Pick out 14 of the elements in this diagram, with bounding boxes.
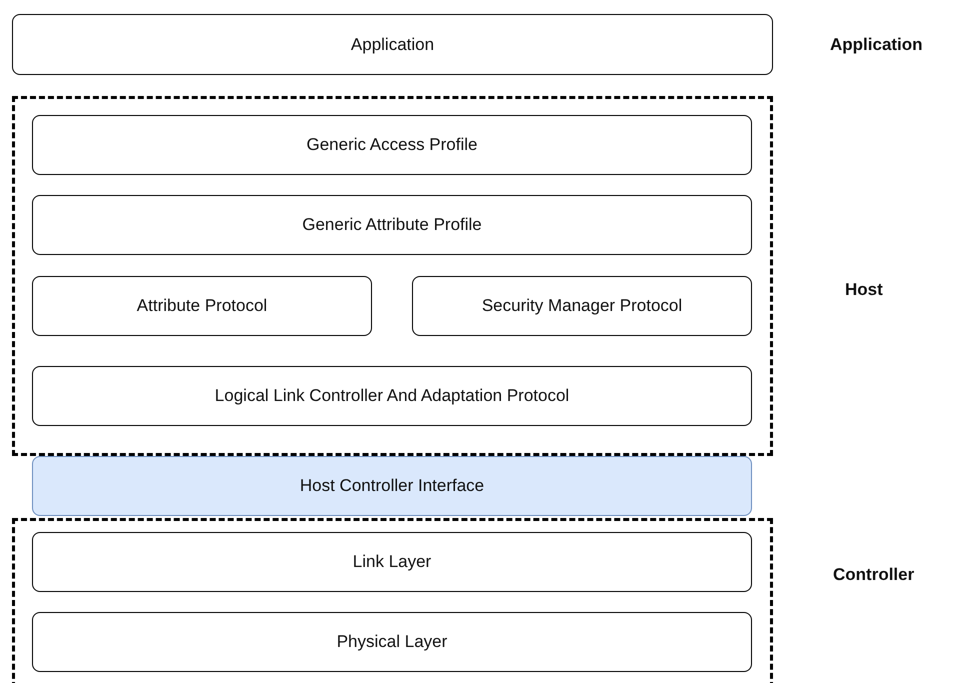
layer-box: Attribute Protocol <box>32 276 372 336</box>
dashed-group-border <box>12 518 773 683</box>
layer-box: Generic Access Profile <box>32 115 752 175</box>
dashed-group-border <box>12 96 773 456</box>
layer-box: Logical Link Controller And Adaptation Protocol <box>32 366 752 426</box>
layer-label: Host <box>845 280 883 300</box>
layer-label: Controller <box>833 565 914 585</box>
layer-box: Physical Layer <box>32 612 752 672</box>
layer-box: Generic Attribute Profile <box>32 195 752 255</box>
layer-box: Host Controller Interface <box>32 456 752 516</box>
layer-box: Application <box>12 14 773 75</box>
layer-box: Link Layer <box>32 532 752 592</box>
layer-label: Application <box>830 35 923 55</box>
layer-box: Security Manager Protocol <box>412 276 752 336</box>
